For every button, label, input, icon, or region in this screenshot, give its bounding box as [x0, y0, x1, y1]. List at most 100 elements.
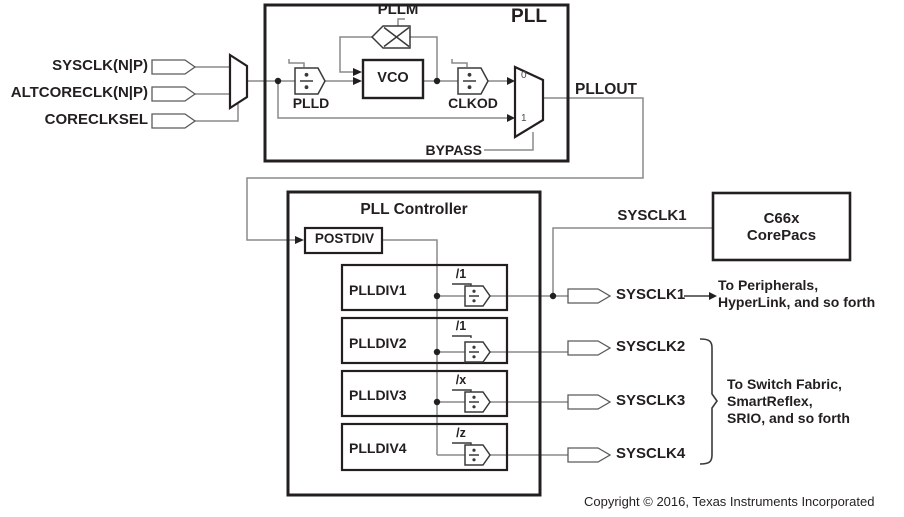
clkod-div-dot: [467, 72, 472, 77]
wires: [195, 18, 713, 456]
plld-label: PLLD: [292, 95, 330, 111]
plldiv2-div-dot: [472, 355, 476, 359]
plldiv1-box: [340, 263, 509, 312]
wire-postdiv-feed: [382, 239, 438, 455]
junction-dots: [274, 77, 557, 406]
divider-icons: [294, 67, 491, 466]
junction-dot: [433, 398, 441, 406]
junction-dot: [549, 292, 557, 300]
sysclk3-output-label: SYSCLK3: [616, 392, 686, 409]
brace-icon: [699, 338, 718, 465]
input-flag-sysclk: [151, 59, 197, 75]
junction-dot: [433, 348, 441, 356]
arrowheads: [295, 68, 717, 300]
arrow-into-mux0: [507, 77, 515, 85]
multiplier-shape: [370, 25, 411, 49]
junction-dot: [433, 77, 441, 85]
arrow-into-vco-lower: [353, 77, 362, 85]
copyright-text: Copyright © 2016, Texas Instruments Inco…: [584, 494, 875, 509]
clkod-div-dot: [467, 85, 472, 90]
sysclk4-output-label: SYSCLK4: [616, 445, 686, 462]
wire-pllm-control-stub: [397, 18, 405, 26]
plldiv2-label: PLLDIV2: [349, 335, 407, 351]
mux-input-1-label: 1: [521, 113, 527, 124]
wire-sysclk1-to-corepac: [552, 227, 713, 296]
plld-div-dot: [304, 85, 309, 90]
plldiv3-div-dot: [472, 405, 476, 409]
wire-plld-control-stub: [288, 59, 305, 67]
ratio-drop-plldiv2: [452, 335, 472, 338]
plldiv3-box: [340, 369, 509, 418]
input-label-sysclk: SYSCLK(N|P): [52, 57, 148, 74]
pllm-label: PLLM: [377, 1, 419, 18]
plldiv4-box: [340, 422, 509, 472]
output-flag-sysclk4: [567, 447, 612, 463]
plldiv3-div-dot: [472, 395, 476, 399]
io-flags: [151, 59, 612, 463]
vco-label: VCO: [377, 70, 409, 86]
plldiv2-ratio: /1: [455, 319, 467, 333]
pll-title: PLL: [511, 6, 547, 27]
plldiv1-ratio: /1: [455, 267, 467, 281]
wire-bypass-control: [484, 132, 534, 151]
plldiv3-label: PLLDIV3: [349, 387, 407, 403]
block-boxes: [263, 3, 852, 497]
wire-pllout-to-postdiv: [246, 97, 644, 241]
input-flag-altcoreclk: [151, 86, 197, 102]
corepac-box-text: C66x CorePacs: [713, 193, 850, 260]
mux-input-0-label: 0: [521, 70, 527, 81]
input-label-coreclksel: CORECLKSEL: [44, 111, 148, 128]
junction-dot: [274, 77, 282, 85]
grouped-destination-text: To Switch Fabric, SmartReflex, SRIO, and…: [727, 376, 850, 426]
plldiv4-ratio: /z: [456, 426, 466, 440]
corepac-box: [711, 191, 852, 262]
muxes: [228, 52, 545, 139]
pllout-label: PLLOUT: [575, 81, 637, 98]
sysclk1-output-label: SYSCLK1: [616, 286, 686, 303]
arrow-into-postdiv: [295, 236, 304, 244]
plldiv4-div-dot: [472, 458, 476, 462]
plldiv2-box: [340, 316, 509, 365]
bypass-label: BYPASS: [425, 142, 482, 158]
postdiv-label: POSTDIV: [314, 231, 375, 246]
corepac-line2: CorePacs: [746, 226, 817, 244]
plldiv4-div-dot: [472, 448, 476, 452]
refclk-mux: [228, 52, 249, 111]
plldiv2-div-dot: [472, 345, 476, 349]
wire-bypass-path: [277, 81, 507, 119]
plldiv3-ratio: /x: [455, 373, 467, 387]
sysclk2-output-label: SYSCLK2: [616, 338, 686, 355]
clkod-label: CLKOD: [448, 95, 498, 111]
vco-box: [361, 58, 425, 100]
postdiv-box: [303, 226, 384, 255]
plldiv1-label: PLLDIV1: [349, 282, 407, 298]
pll-controller-box: [286, 190, 542, 497]
corepac-line1: C66x: [763, 209, 800, 227]
multiplier-x: [383, 26, 410, 48]
wire-coreclksel-select: [195, 104, 239, 122]
plldiv4-label: PLLDIV4: [349, 440, 407, 456]
bypass-mux: [513, 65, 545, 139]
wire-feedback-up: [410, 36, 438, 81]
output-flag-sysclk3: [567, 394, 612, 410]
wire-feedback-to-vco: [339, 36, 372, 73]
arrow-into-mux1: [507, 114, 515, 122]
arrow-into-vco-upper: [353, 68, 362, 76]
plldiv1-div-dot: [472, 289, 476, 293]
arrow-sysclk1-destination: [709, 292, 717, 300]
input-flag-coreclksel: [151, 113, 197, 129]
wire-clkod-control-stub: [451, 59, 468, 67]
plldiv1-div-dot: [472, 299, 476, 303]
sysclk1-destination-text: To Peripherals, HyperLink, and so forth: [718, 277, 876, 310]
plld-div-dot: [304, 72, 309, 77]
sysclk1-corepac-label: SYSCLK1: [617, 207, 687, 224]
ratio-underlines: [452, 283, 472, 445]
pll-box: [263, 3, 570, 163]
junction-dot: [433, 292, 441, 300]
pllm-multiplier-icon: [370, 25, 411, 49]
pll-controller-title: PLL Controller: [360, 201, 468, 218]
output-flag-sysclk2: [567, 340, 612, 356]
input-label-altcoreclk: ALTCORECLK(N|P): [10, 84, 148, 101]
